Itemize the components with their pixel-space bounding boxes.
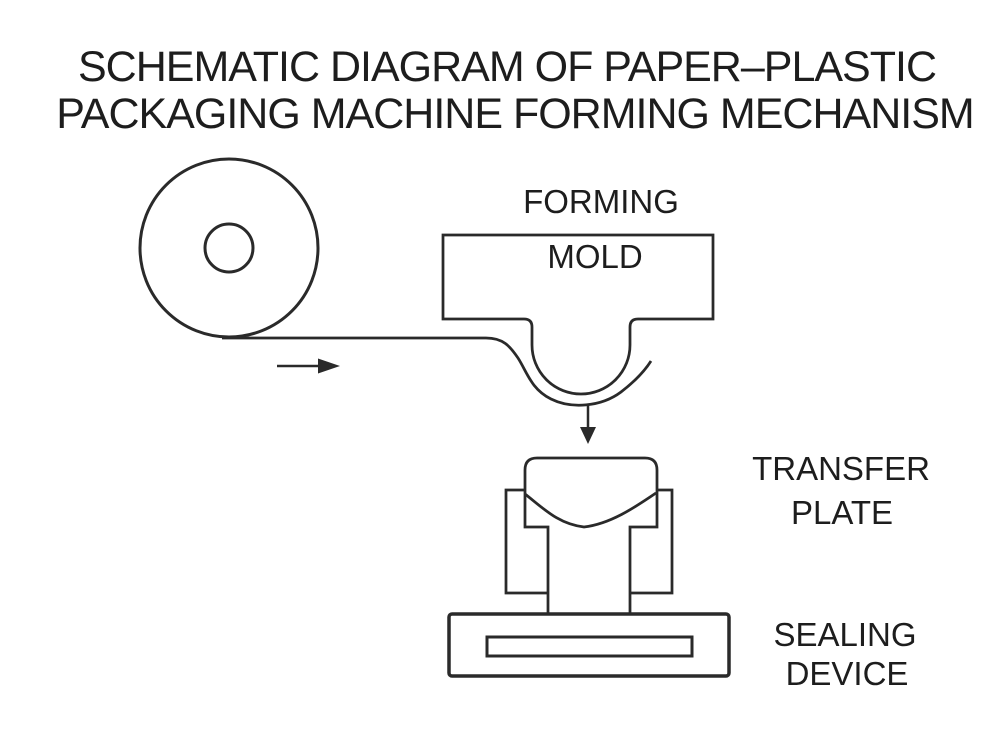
down-arrow-icon xyxy=(580,404,596,444)
transfer-plate-label-line1: TRANSFER xyxy=(752,450,930,487)
sealing-device-base xyxy=(447,612,731,678)
paper-roll-outer-circle xyxy=(138,157,320,339)
paper-roll-core-circle xyxy=(203,222,255,274)
forming-mold-outline xyxy=(441,233,715,396)
forming-mold-label-line2: MOLD xyxy=(547,238,642,275)
sealing-device-label-line2: DEVICE xyxy=(786,655,909,692)
feed-arrow-head xyxy=(318,358,340,374)
transfer-plate xyxy=(523,456,659,616)
paper-web-line xyxy=(222,336,653,407)
transfer-arrow-head xyxy=(580,427,596,444)
paper-roll-icon xyxy=(138,157,320,339)
transfer-plate-label-line2: PLATE xyxy=(791,494,893,531)
formed-sheet-curve xyxy=(524,491,657,529)
right-arrow-icon xyxy=(277,358,340,374)
sealing-device-label-line1: SEALING xyxy=(773,616,916,653)
diagram-title-line2: PACKAGING MACHINE FORMING MECHANISM xyxy=(56,90,973,138)
diagram-title-line1: SCHEMATIC DIAGRAM OF PAPER–PLASTIC xyxy=(78,43,936,91)
sealing-device-strip xyxy=(485,635,694,658)
forming-mold-label-line1: FORMING xyxy=(523,183,679,220)
